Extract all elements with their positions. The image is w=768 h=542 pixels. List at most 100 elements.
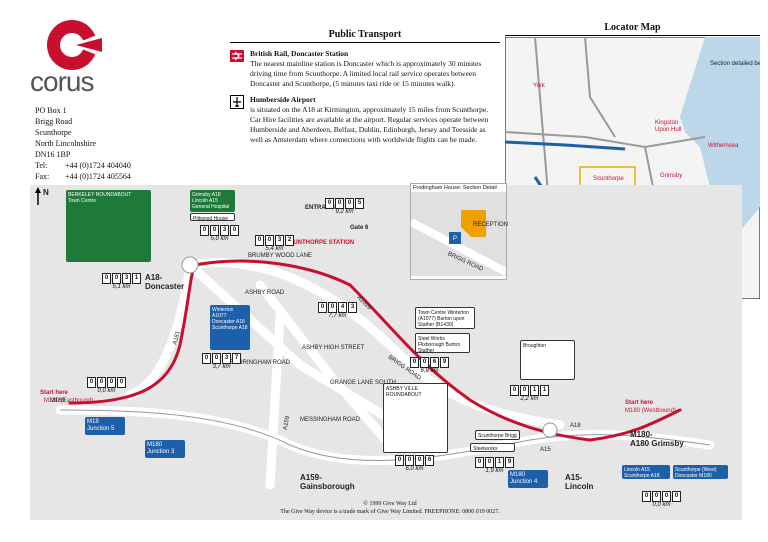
public-transport-panel: Public Transport British Rail, Doncaster…: [230, 30, 500, 151]
town-centre-sign-text: Town Centre Winterton (A1077) Burton upo…: [418, 310, 469, 328]
compass-label: N: [43, 188, 49, 197]
svg-text:Withernsea: Withernsea: [708, 143, 739, 149]
roundabout: [542, 422, 558, 438]
m180-junction4-sign: M180 Junction 4: [508, 470, 548, 488]
a15-road-label: A15: [540, 447, 551, 453]
scunthorpe-a18-text: Scunthorpe A18: [212, 325, 248, 331]
lincoln-a15-sign: Lincoln A15 Scunthorpe A18: [622, 465, 670, 479]
inset-parking: P: [453, 236, 458, 242]
brumby-label: BRUMBY WOOD LANE: [248, 253, 312, 259]
inset-reception: RECEPTION: [473, 222, 509, 228]
scunthorpe-brigg-sign: Scunthorpe Brigg: [475, 430, 520, 440]
road-network: [35, 187, 715, 490]
ashby-road-label: ASHBY ROAD: [245, 290, 285, 296]
countdown-km: 3,7 km: [212, 364, 231, 370]
road-map: N Start here M180 (Eastbound) Start here…: [30, 185, 742, 520]
tel-number: +44 (0)1724 404040: [65, 161, 131, 170]
tel-row: Tel: +44 (0)1724 404040: [35, 160, 215, 171]
logo-wordmark: corus: [30, 66, 94, 97]
ashby-high-label: ASHBY HIGH STREET: [302, 345, 365, 351]
logo-mark-icon: [47, 20, 102, 70]
address-line: North Lincolnshire: [35, 139, 97, 148]
air-text: is situated on the A18 at Kirmington, ap…: [250, 105, 489, 144]
town-centre-text: Town Centre: [68, 198, 97, 204]
rail-title: British Rail, Doncaster Station: [250, 49, 349, 58]
pittwood-text: Pittwood House: [193, 216, 229, 222]
locator-place: York: [533, 83, 546, 89]
a15-lincoln-label: A15- Lincoln: [565, 473, 594, 491]
section-detail-inset: Frodingham House: Section Detail RECEPTI…: [409, 183, 509, 280]
public-transport-title: Public Transport: [230, 30, 500, 43]
station-label: SCUNTHORPE STATION: [285, 240, 355, 246]
messingham-label: MESSINGHAM ROAD: [300, 417, 361, 423]
steel-works-sign: Steel Works Flixborough Burton Stather: [415, 333, 470, 354]
svg-text:Upon Hull: Upon Hull: [655, 127, 681, 133]
berkeley-title: BERKELEY ROUNDABOUT: [68, 192, 132, 198]
countdown-km: 1,9 km: [485, 468, 504, 474]
ashby-ville-sign: ASHBY VILLE ROUNDABOUT: [383, 383, 448, 453]
air-title: Humberside Airport: [250, 95, 316, 104]
a18-road-label: A18: [570, 423, 581, 429]
footer: © 1999 Give Way Ltd The Give Way device …: [230, 500, 550, 516]
corus-logo: corus: [30, 18, 150, 103]
address-line: DN16 1BP: [35, 150, 71, 159]
address-line: PO Box 1: [35, 106, 67, 115]
scunthorpe-west-text: Scunthorpe (West) Doncaster M180: [675, 467, 717, 479]
ashby-ville-title: ASHBY VILLE ROUNDABOUT: [386, 386, 422, 398]
countdown-km: 6,9 km: [420, 368, 439, 374]
start-here-east-sub: M180 (Westbound): [625, 408, 676, 414]
fax-number: +44 (0)1724 405564: [65, 172, 131, 181]
svg-text:Grimsby: Grimsby: [660, 173, 682, 179]
countdown-km: 0,0 km: [652, 502, 671, 508]
pittwood-sign: Pittwood House: [190, 213, 235, 222]
countdown-km: 5,4 km: [265, 246, 284, 252]
gate-label: Gate 6: [350, 225, 369, 231]
svg-text:Kingston: Kingston: [655, 120, 678, 126]
roundabout: [181, 256, 199, 274]
countdown-km: 6,0 km: [405, 466, 424, 472]
lincoln-a15-text: Lincoln A15 Scunthorpe A18: [624, 467, 660, 479]
burringham-label: BURRINGHAM ROAD: [230, 360, 291, 366]
steelworks-sign: Steelworks: [470, 443, 515, 452]
address-line: Scunthorpe: [35, 128, 72, 137]
trademark: The Give Way device is a trade mark of G…: [280, 509, 500, 515]
berkeley-roundabout-sign: BERKELEY ROUNDABOUT Town Centre: [66, 190, 151, 262]
start-here-west-sub: M180 (Eastbound): [44, 398, 94, 404]
locator-title: Locator Map: [505, 22, 760, 36]
start-here-east: Start here: [625, 400, 654, 406]
broughton-sign: Broughton: [520, 340, 575, 380]
scunthorpe-west-sign: Scunthorpe (West) Doncaster M180: [673, 465, 728, 479]
steelworks-text: Steelworks: [473, 446, 498, 452]
countdown-km: 7,7 km: [328, 313, 347, 319]
countdown-km: 0,0 km: [97, 388, 116, 394]
locator-note: Section detailed below: [710, 61, 760, 67]
fax-label: Fax:: [35, 172, 50, 181]
airplane-icon: [230, 95, 244, 109]
copyright: © 1999 Give Way Ltd: [363, 501, 417, 507]
tel-label: Tel:: [35, 161, 48, 170]
winterton-sign: Winterton A1077 Doncaster A18 Scunthorpe…: [210, 305, 250, 350]
grimsby-sign: Grimsby A18 Lincoln A15 General Hospital: [190, 190, 235, 212]
m18-junction5-sign: M18 Junction 5: [85, 417, 125, 435]
doncaster-a18-text: Doncaster A18: [212, 319, 245, 325]
broughton-text: Broughton: [523, 343, 547, 349]
scunthorpe-brigg-text: Scunthorpe Brigg: [478, 433, 517, 439]
m180-junction3-sign: M180 Junction 3: [145, 440, 185, 458]
grange-label: GRANGE LANE SOUTH: [330, 380, 397, 386]
svg-text:Scunthorpe: Scunthorpe: [593, 176, 624, 182]
route-path: [68, 259, 682, 442]
m180-grimsby-label: M180- A180 Grimsby: [630, 430, 684, 448]
address-block: PO Box 1 Brigg Road Scunthorpe North Lin…: [35, 105, 215, 182]
